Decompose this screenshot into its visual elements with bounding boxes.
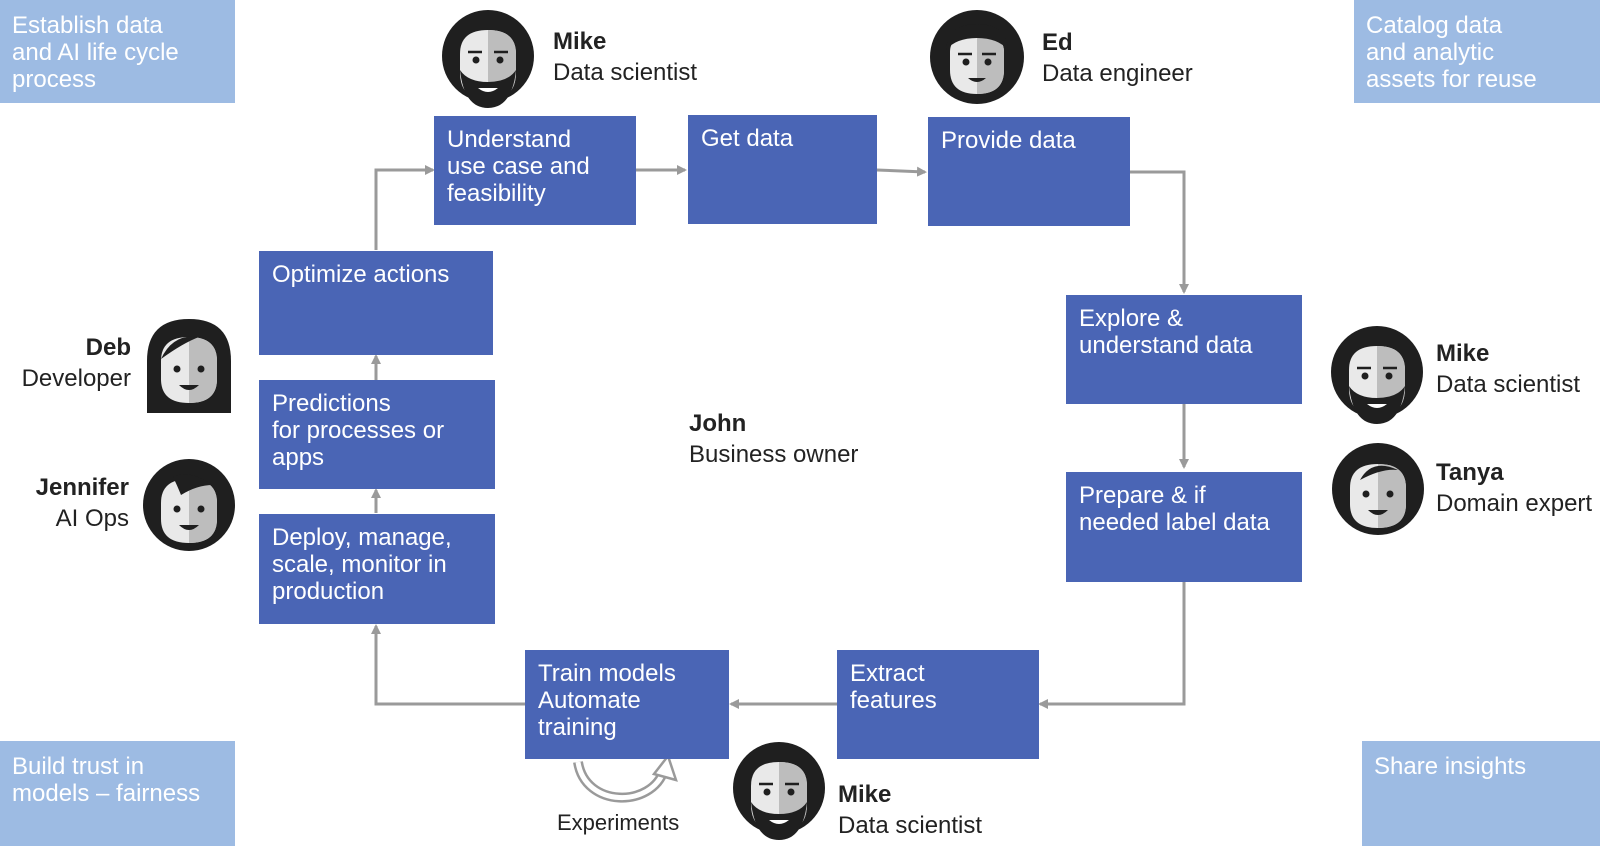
arrow-getdata-to-provide <box>876 166 927 177</box>
step-optimize-actions: Optimize actions <box>259 251 493 355</box>
person-role: Data scientist <box>553 59 698 86</box>
step-predictions: Predictions for processes or apps <box>259 380 495 489</box>
step-provide-data: Provide data <box>928 117 1130 226</box>
mike-bottom-avatar-icon <box>733 742 825 840</box>
person-deb: Deb Developer <box>0 332 131 394</box>
person-name: Mike <box>838 781 892 808</box>
jennifer-avatar-icon <box>143 459 235 551</box>
person-john: John Business owner <box>689 408 858 470</box>
experiments-loop-arrow <box>573 753 678 803</box>
step-deploy: Deploy, manage, scale, monitor in produc… <box>259 514 495 624</box>
person-jennifer: Jennifer AI Ops <box>0 472 129 534</box>
step-extract-features-text: Extract features <box>850 660 937 714</box>
step-train-models: Train models Automate training <box>525 650 729 759</box>
ed-avatar-icon <box>930 10 1024 104</box>
deb-avatar-icon <box>147 319 231 413</box>
step-prepare-data-text: Prepare & if needed label data <box>1079 482 1270 536</box>
person-name: Jennifer <box>35 474 129 501</box>
step-understand-use-case: Understand use case and feasibility <box>434 116 636 225</box>
arrow-provide-to-explore <box>1130 170 1189 294</box>
person-tanya: Tanya Domain expert <box>1436 457 1592 519</box>
corner-build-trust: Build trust in models – fairness <box>0 741 235 846</box>
step-explore-data-text: Explore & understand data <box>1079 305 1253 359</box>
corner-share-insights-text: Share insights <box>1374 753 1527 780</box>
step-provide-data-text: Provide data <box>941 127 1076 154</box>
step-understand-use-case-text: Understand use case and feasibility <box>447 126 590 207</box>
step-get-data-text: Get data <box>701 125 794 152</box>
step-extract-features: Extract features <box>837 650 1039 759</box>
person-name: John <box>689 410 747 437</box>
corner-build-trust-text: Build trust in models – fairness <box>12 753 201 807</box>
corner-establish-lifecycle: Establish data and AI life cycle process <box>0 0 235 103</box>
arrow-optimize-to-understand <box>374 165 435 250</box>
corner-catalog-assets: Catalog data and analytic assets for reu… <box>1354 0 1600 103</box>
person-role: Developer <box>21 365 131 392</box>
person-mike-top: Mike Data scientist <box>553 26 697 88</box>
step-deploy-text: Deploy, manage, scale, monitor in produc… <box>272 524 452 605</box>
person-role: Business owner <box>689 441 859 468</box>
person-name: Mike <box>553 28 607 55</box>
person-ed: Ed Data engineer <box>1042 27 1193 89</box>
person-role: AI Ops <box>55 505 129 532</box>
person-name: Deb <box>85 334 131 361</box>
step-prepare-data: Prepare & if needed label data <box>1066 472 1302 582</box>
corner-catalog-assets-text: Catalog data and analytic assets for reu… <box>1366 12 1537 93</box>
step-explore-data: Explore & understand data <box>1066 295 1302 404</box>
person-role: Domain expert <box>1436 490 1593 517</box>
tanya-avatar-icon <box>1332 443 1424 535</box>
person-role: Data engineer <box>1042 60 1193 87</box>
arrow-prepare-to-extract <box>1038 582 1186 709</box>
person-name: Mike <box>1436 340 1490 367</box>
step-train-models-text: Train models Automate training <box>538 660 676 741</box>
person-role: Data scientist <box>838 812 983 839</box>
person-mike-right: Mike Data scientist <box>1436 338 1580 400</box>
mike-right-avatar-icon <box>1331 326 1423 424</box>
corner-establish-lifecycle-text: Establish data and AI life cycle process <box>12 12 179 93</box>
mike-top-avatar-icon <box>442 10 534 108</box>
corner-share-insights: Share insights <box>1362 741 1600 846</box>
person-name: Tanya <box>1436 459 1504 486</box>
arrow-train-to-deploy <box>371 624 525 706</box>
person-name: Ed <box>1042 29 1073 56</box>
person-mike-bottom: Mike Data scientist <box>838 779 982 841</box>
step-get-data: Get data <box>688 115 877 224</box>
person-role: Data scientist <box>1436 371 1581 398</box>
experiments-label: Experiments <box>557 810 680 835</box>
step-predictions-text: Predictions for processes or apps <box>272 390 445 471</box>
step-optimize-actions-text: Optimize actions <box>272 261 450 288</box>
